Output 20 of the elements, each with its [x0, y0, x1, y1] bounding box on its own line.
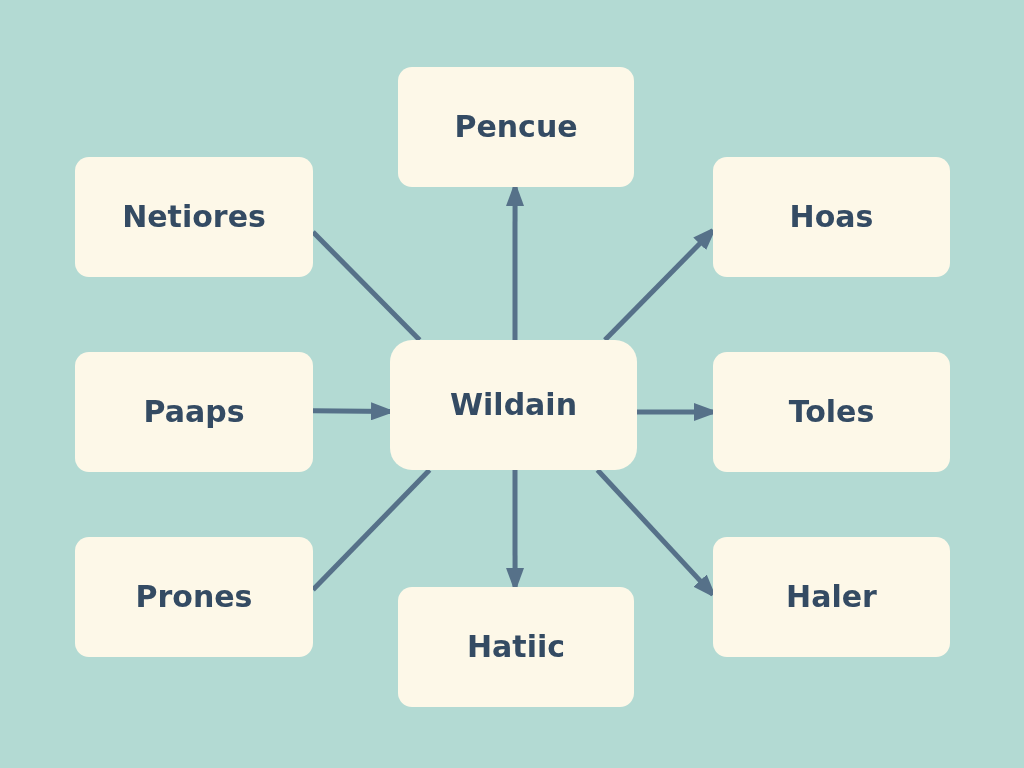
hub-box: [390, 340, 637, 470]
node-label: Paaps: [143, 393, 245, 431]
process-box: [75, 352, 313, 472]
process-box: [713, 157, 950, 277]
process-box: [75, 157, 313, 277]
process-box: [398, 587, 634, 707]
node-label: Netiores: [122, 198, 266, 236]
process-box: [713, 352, 950, 472]
connector-line: [311, 230, 422, 342]
node-label: Pencue: [454, 108, 578, 146]
connector-line: [311, 468, 432, 592]
node-label: Prones: [135, 578, 253, 616]
node-label: Haler: [786, 578, 877, 616]
process-box: [75, 537, 313, 657]
node-label: Hoas: [789, 198, 874, 236]
node-label: Toles: [788, 393, 875, 431]
process-box: [713, 537, 950, 657]
node-label: Wildain: [450, 386, 577, 424]
process-box: [398, 67, 634, 187]
node-label: Hatiic: [466, 628, 565, 666]
